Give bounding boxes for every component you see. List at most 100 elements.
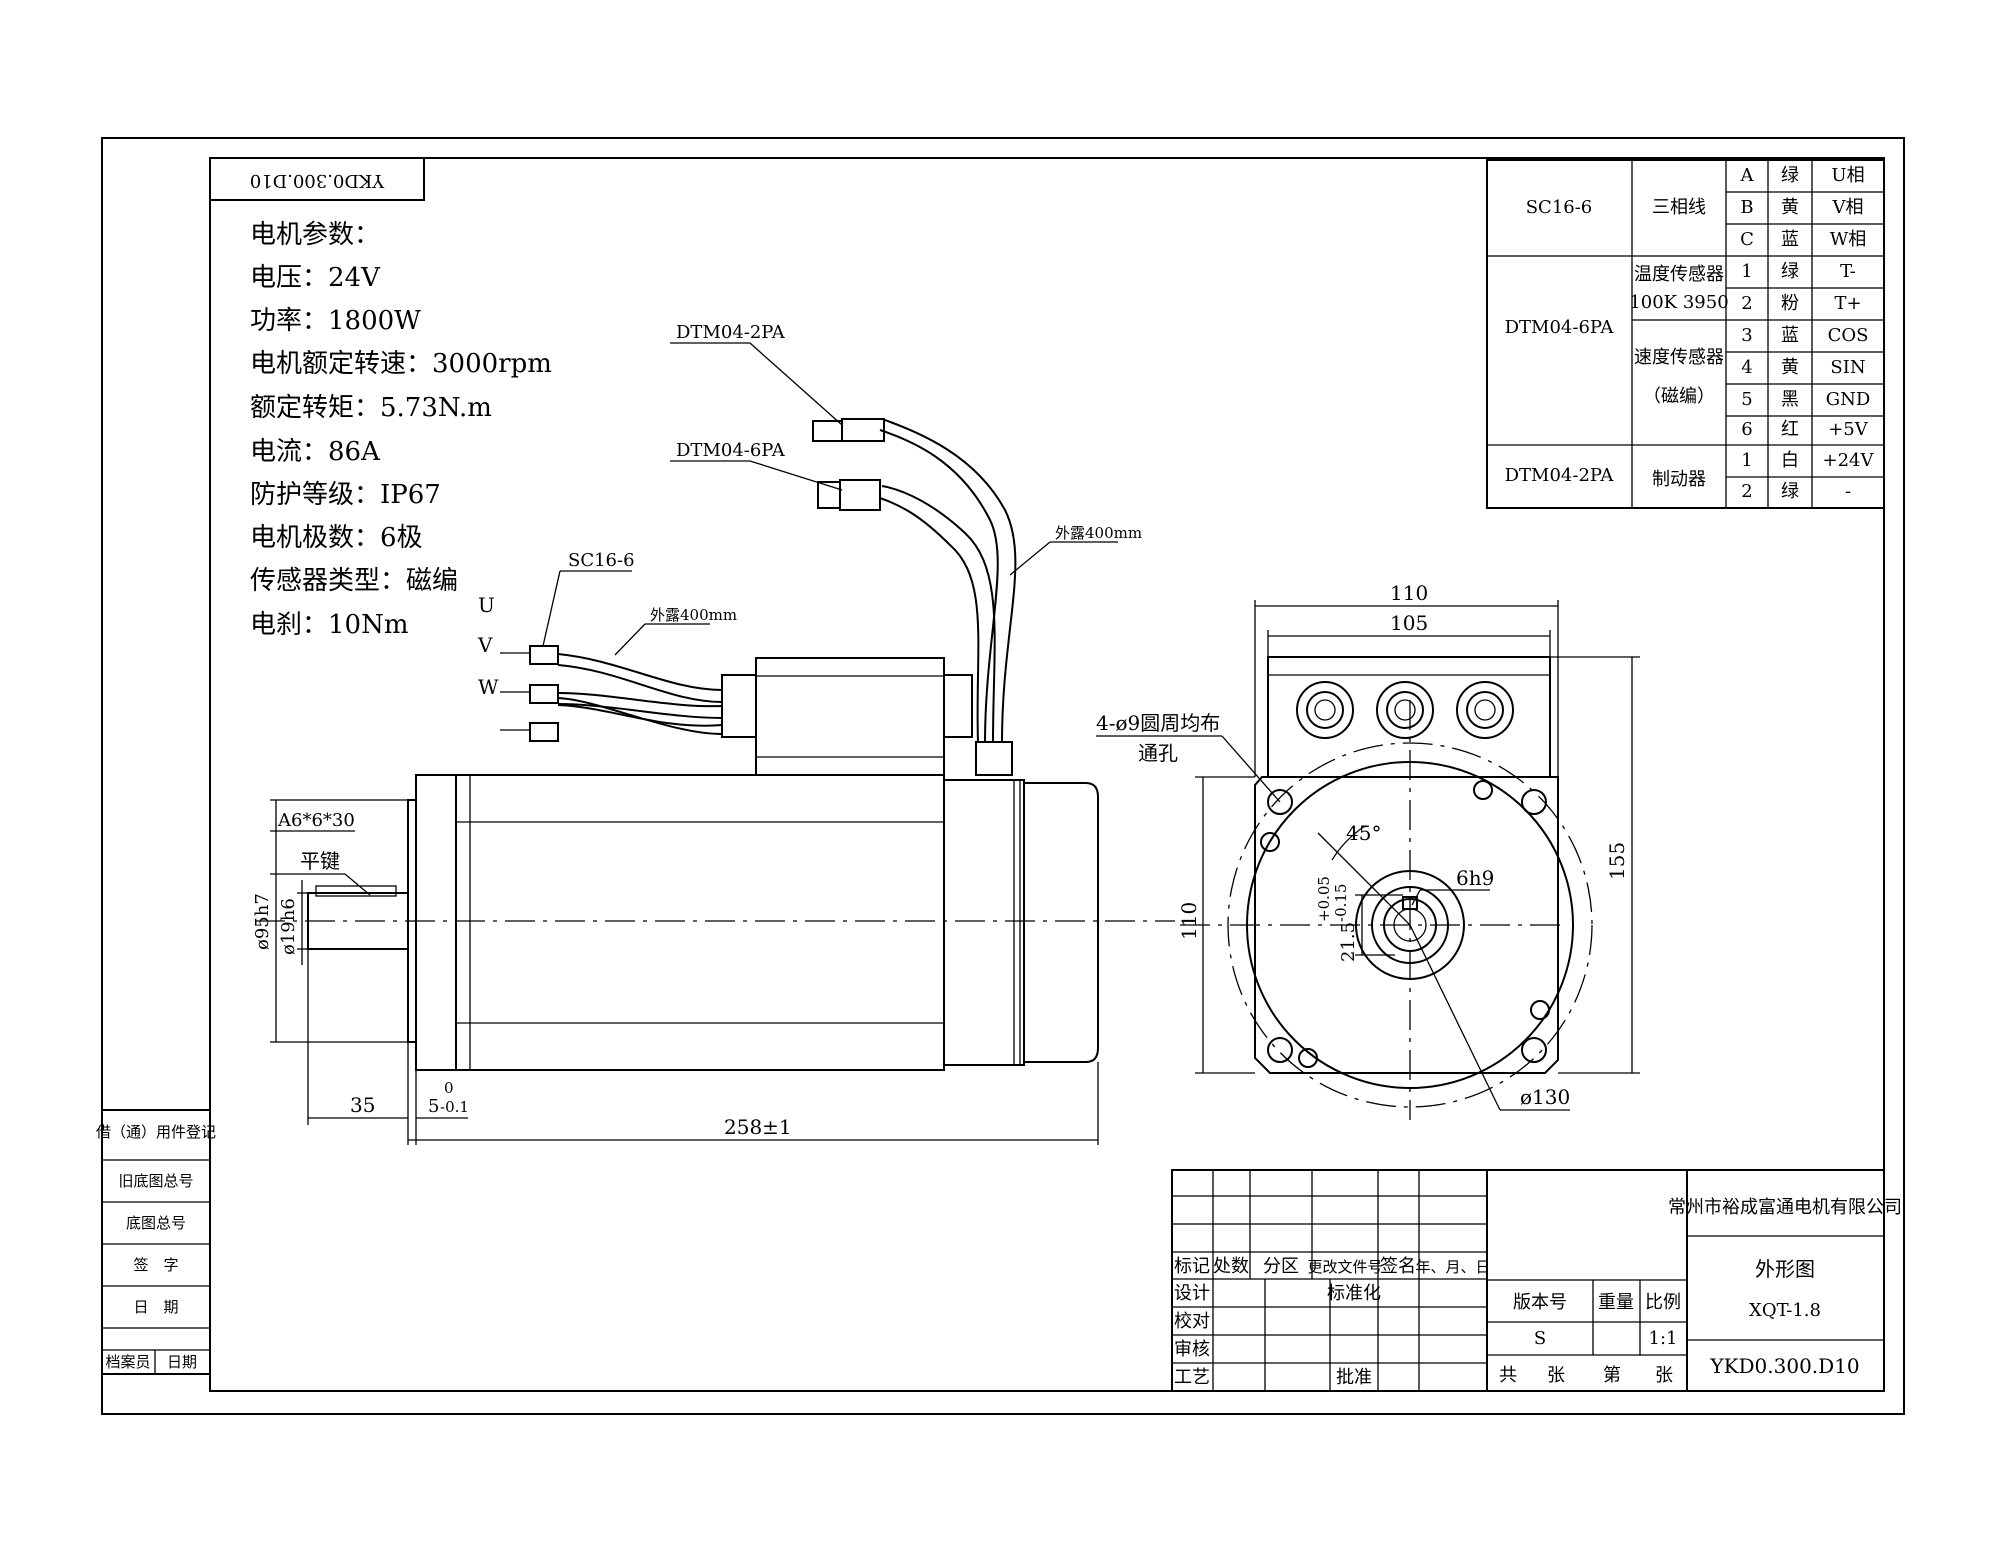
tb-h-mark: 标记	[1174, 1256, 1210, 1277]
dim-155: 155	[1605, 842, 1629, 880]
connector-row-color: 蓝	[1781, 325, 1799, 346]
title-block: 标记 处数 分区 更改文件号 签名 年、月、日 设计 标准化 校对 审核 工艺 …	[1171, 1169, 1902, 1392]
dim-dia130: ø130	[1520, 1085, 1570, 1109]
param-power: 功率：1800W	[250, 306, 421, 336]
connector-row-color: 白	[1781, 450, 1799, 471]
mount-hole-br	[1521, 1037, 1547, 1063]
dim-110-top: 110	[1390, 581, 1428, 605]
cable-6pa-b	[881, 485, 996, 743]
label-key-width: 6h9	[1456, 866, 1494, 890]
end-cap	[1024, 782, 1099, 1063]
connector-row-signal: W相	[1830, 229, 1867, 250]
tb-standard: 标准化	[1327, 1283, 1381, 1304]
dim-5: 5	[428, 1096, 439, 1117]
tb-drawing-title: 外形图	[1755, 1257, 1815, 1281]
tb-sheets-total: 共	[1499, 1365, 1517, 1386]
connector-row-color: 绿	[1781, 165, 1799, 186]
cable-gland-right	[943, 674, 973, 738]
group-temp-l2: 100K 3950	[1629, 292, 1728, 313]
flange	[415, 774, 457, 1071]
gland-1	[1296, 681, 1354, 739]
cable-w	[557, 697, 723, 735]
group-speed-l2: （磁编）	[1643, 386, 1715, 407]
connector-row-pin: 2	[1741, 293, 1752, 314]
inner-border	[209, 157, 1885, 1392]
connector-row-pin: 6	[1741, 419, 1752, 440]
label-dtm2pa: DTM04-2PA	[676, 322, 786, 343]
connector-row-signal: GND	[1826, 389, 1871, 410]
strip-old-no: 旧底图总号	[118, 1172, 193, 1190]
tb-h-date: 年、月、日	[1415, 1258, 1490, 1276]
dim-110-left: 110	[1177, 902, 1201, 940]
tb-sheets-unit2: 张	[1655, 1365, 1673, 1386]
connector-row-pin: 5	[1741, 389, 1752, 410]
cable-gland-left	[721, 674, 757, 738]
connector-row-color: 粉	[1781, 293, 1799, 314]
tb-drawing-number: YKD0.300.D10	[1709, 1354, 1859, 1378]
tb-version: S	[1534, 1328, 1546, 1349]
dim-5-upper: 0	[444, 1079, 454, 1097]
flange-square	[1254, 776, 1559, 1074]
connector-row-color: 黄	[1781, 197, 1799, 218]
label-phase-u: U	[478, 593, 495, 617]
tb-review: 审核	[1174, 1339, 1210, 1360]
mirrored-number-box: YKD0.300.D10	[209, 157, 425, 201]
tb-model: XQT-1.8	[1749, 1300, 1821, 1321]
dim-keyway-lower: -0.15	[1332, 884, 1350, 922]
rear-housing	[943, 779, 1025, 1066]
param-protection: 防护等级：IP67	[250, 480, 441, 510]
gland-3	[1456, 681, 1514, 739]
connector-row-color: 蓝	[1781, 229, 1799, 250]
label-holes-l1: 4-ø9圆周均布	[1096, 711, 1220, 735]
connector-row-pin: C	[1740, 229, 1754, 250]
param-sensor: 传感器类型：磁编	[250, 566, 458, 596]
shaft-key	[315, 885, 397, 897]
connector-row-color: 黄	[1781, 357, 1799, 378]
mount-hole-tl	[1267, 789, 1293, 815]
connector-row-pin: B	[1740, 197, 1753, 218]
tb-scale-label: 比例	[1645, 1292, 1681, 1313]
tb-design: 设计	[1174, 1283, 1210, 1304]
keyway	[1402, 896, 1418, 910]
label-exposed-left: 外露400mm	[650, 606, 737, 624]
cable-v	[557, 692, 723, 708]
label-exposed-top: 外露400mm	[1055, 524, 1142, 542]
tb-version-label: 版本号	[1513, 1292, 1567, 1313]
bolt-circle	[1227, 742, 1593, 1108]
connector-row-signal: -	[1845, 481, 1851, 502]
cable-2pa-a	[879, 429, 999, 743]
connector-row-signal: V相	[1832, 197, 1864, 218]
housing-circle	[1246, 761, 1574, 1089]
params-heading: 电机参数：	[250, 220, 380, 250]
connector-row-color: 黑	[1781, 389, 1799, 410]
group-temp-l1: 温度传感器	[1634, 264, 1724, 285]
connector-row-pin: 3	[1741, 325, 1752, 346]
param-speed: 电机额定转速：3000rpm	[250, 349, 552, 379]
label-phase-v: V	[477, 633, 493, 657]
mount-hole-tr	[1521, 789, 1547, 815]
param-poles: 电机极数：6极	[250, 523, 423, 553]
dtm2pa-connector	[841, 418, 885, 442]
connector-row-color: 绿	[1781, 261, 1799, 282]
dim-5-lower: -0.1	[440, 1098, 469, 1116]
connector-table: SC16-6 三相线 DTM04-6PA 温度传感器 100K 3950 速度传…	[1486, 159, 1885, 509]
connector-row-signal: +24V	[1823, 450, 1875, 471]
tb-check: 校对	[1174, 1311, 1210, 1332]
param-torque: 额定转矩：5.73N.m	[250, 393, 492, 423]
connector-row-signal: T-	[1840, 261, 1856, 282]
strip-borrow: 借（通）用件登记	[96, 1123, 216, 1141]
tb-sheet-no: 第	[1603, 1365, 1621, 1386]
conn-dtm2: DTM04-2PA	[1505, 465, 1615, 486]
label-key-name: 平键	[300, 849, 340, 873]
strip-date2: 日期	[167, 1353, 197, 1371]
brake-bolt-3	[1260, 832, 1280, 852]
strip-sign: 签 字	[133, 1256, 178, 1274]
tb-sheets-unit1: 张	[1547, 1365, 1565, 1386]
tb-h-count: 处数	[1213, 1256, 1249, 1277]
motor-parameters: 电机参数： 电压：24V 功率：1800W 电机额定转速：3000rpm 额定转…	[250, 220, 552, 640]
strip-date: 日 期	[133, 1298, 178, 1316]
connector-row-pin: 2	[1741, 481, 1752, 502]
mirrored-drawing-number: YKD0.300.D10	[250, 170, 385, 191]
strip-archivist: 档案员	[105, 1353, 150, 1371]
conn-dtm6: DTM04-6PA	[1505, 317, 1615, 338]
